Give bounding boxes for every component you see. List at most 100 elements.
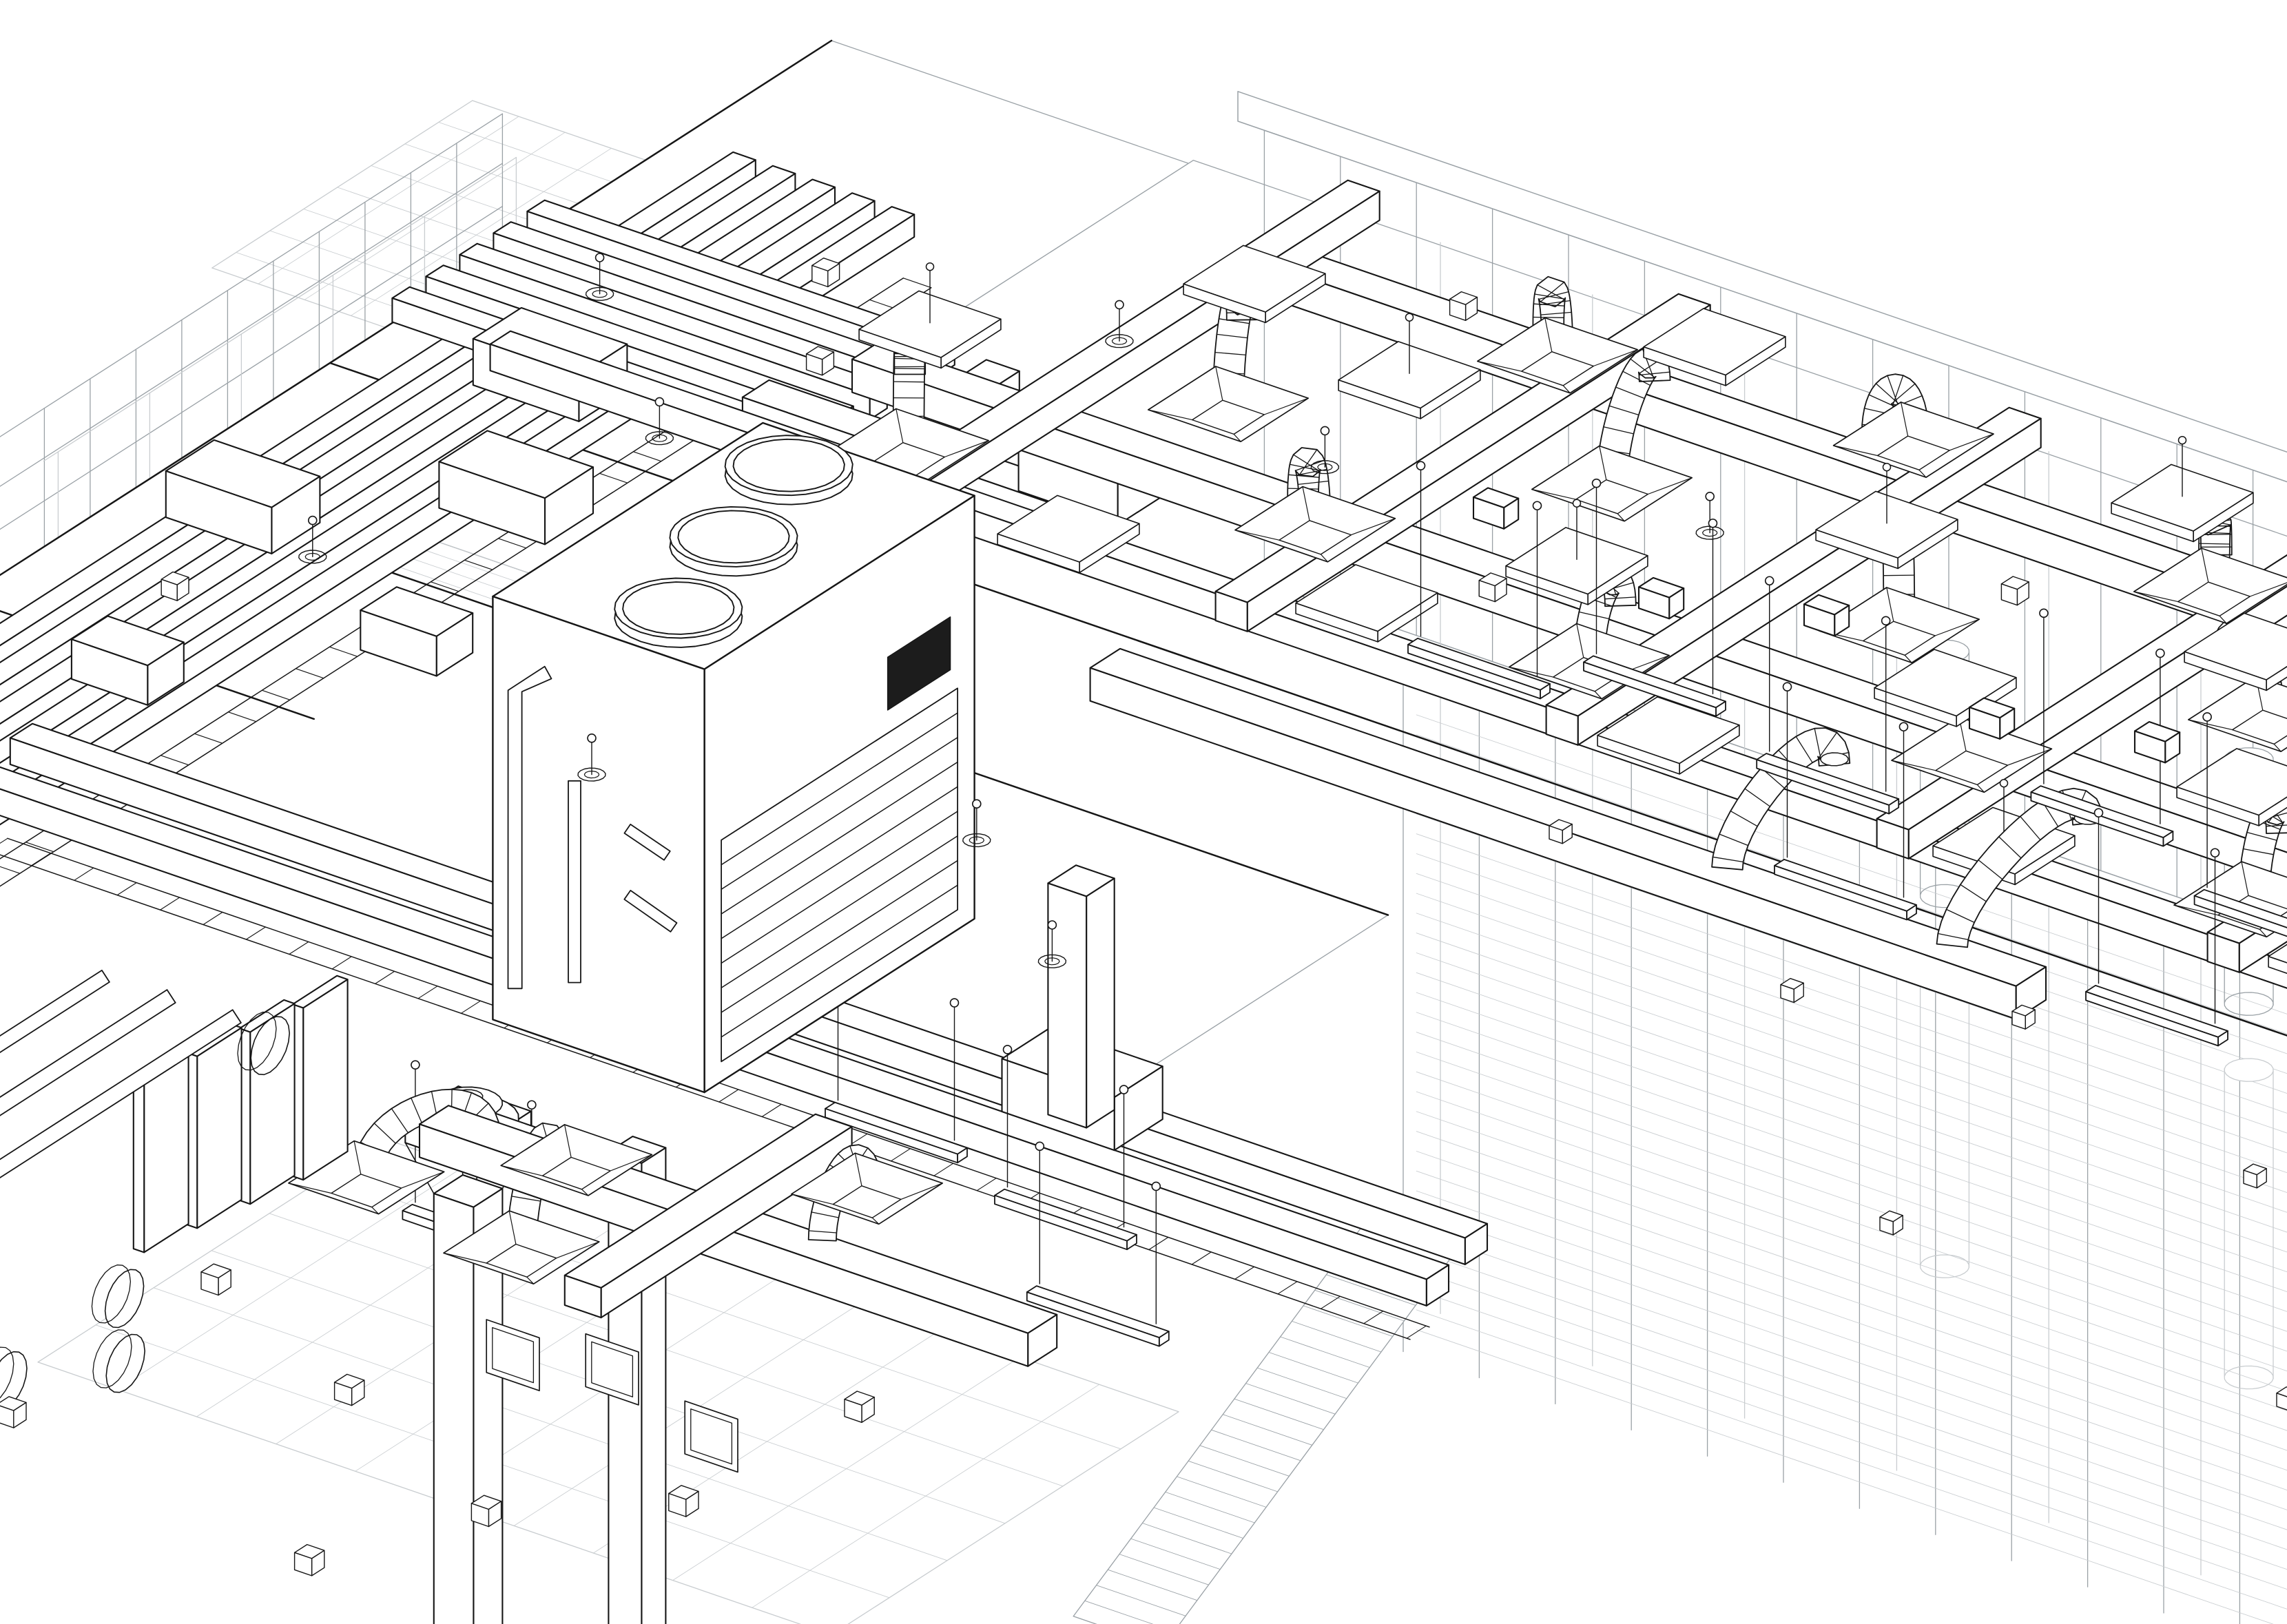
duct-open-end-back [92, 1265, 130, 1323]
rod-head [2000, 780, 2008, 787]
junction-fitting-front [161, 579, 177, 601]
corrugation [1745, 789, 1770, 806]
diffuser-edge [1593, 350, 1637, 366]
glass-sensor-front [1781, 985, 1794, 1003]
diffuser-edge [372, 1207, 379, 1214]
hanger-ball [1035, 1142, 1044, 1150]
stair-tread [1281, 1337, 1370, 1368]
floor-fitting [0, 1264, 874, 1624]
slot-diffuser-pad-front [859, 329, 941, 368]
glass-sensor-top [2277, 1387, 2287, 1398]
louver-blade [721, 861, 958, 1013]
pipe-run-low [0, 1010, 241, 1261]
stripe [1416, 735, 2287, 1287]
floor-fitting-front [845, 1399, 862, 1423]
corrugation [1298, 481, 1329, 485]
diffuser-edge [1264, 398, 1308, 415]
light-bar-front [2195, 896, 2287, 950]
sprinkler-escutcheon [645, 432, 673, 445]
diffuser-edge [1577, 624, 1584, 658]
diffuser-edge [2174, 905, 2218, 915]
diffuser-edge [944, 441, 989, 457]
stair-tread [1223, 1415, 1312, 1446]
light-bar-front [1408, 645, 1540, 699]
diffuser-edge [527, 1277, 534, 1284]
tray-rung [117, 883, 136, 895]
diffuser-edge [1234, 434, 1241, 441]
stripe [1416, 854, 2287, 1406]
tray-rung [1278, 1282, 1297, 1294]
corrugation [893, 368, 924, 369]
hanger-ball [1152, 1182, 1160, 1190]
rod-head [1406, 313, 1414, 321]
stair-tread [1085, 1601, 1174, 1624]
corrugation [1604, 427, 1634, 434]
wall-panel-right [144, 1052, 188, 1252]
stripe [1416, 1270, 2287, 1624]
ahu-fan [678, 510, 789, 563]
pipe-run-low [0, 1010, 241, 1261]
corrugation [1730, 811, 1757, 826]
hanger-ball [411, 1061, 420, 1069]
diffuser-edge [2259, 929, 2266, 937]
tray-rung [289, 942, 309, 955]
rod-head [2179, 437, 2186, 444]
stair-tread [1234, 1399, 1324, 1430]
hanger-ball [1882, 616, 1890, 625]
rod-head [927, 263, 934, 271]
corrugation [1605, 597, 1636, 599]
stair-tread [1131, 1539, 1221, 1570]
corrugation [1623, 371, 1650, 385]
glass-sensor [1549, 820, 2287, 1472]
sprinkler-ball [596, 253, 604, 262]
sprinkler-escutcheon [1311, 461, 1338, 474]
hanger-ball [1417, 461, 1425, 470]
wall-frame-inner [691, 1409, 732, 1464]
diffuser-edge [1478, 362, 1522, 372]
corrugation [1217, 334, 1248, 337]
ahu-access-panel [888, 617, 951, 710]
junction-fitting-front [2001, 584, 2017, 605]
ahu-pipe-stub [624, 824, 670, 860]
duct-open-end-back [0, 1347, 14, 1405]
floor-fitting-front [201, 1272, 218, 1295]
corrugation [1533, 317, 1564, 318]
wall-mounted-box-front [1804, 604, 1834, 636]
wall-panel-right [197, 1028, 241, 1228]
tray-rung [418, 986, 437, 999]
corrugation [809, 1231, 836, 1233]
diffuser-edge [872, 1218, 879, 1224]
corrugation [2199, 543, 2230, 544]
tray-rung [762, 1104, 781, 1116]
diffuser-edge [1216, 366, 1223, 400]
corrugation [391, 1109, 408, 1133]
grid-line [154, 1288, 947, 1561]
tray-rung [203, 913, 223, 925]
hanger-ball [1004, 1045, 1012, 1054]
corrugation [1219, 319, 1250, 324]
diffuser-edge [557, 1242, 599, 1258]
round-column-base [2224, 992, 2273, 1015]
sprinkler-escutcheon [578, 768, 606, 781]
corridor-diffuser [289, 1141, 599, 1284]
stripe [1416, 1032, 2287, 1585]
tray-rung [934, 1163, 953, 1176]
corrugation [1639, 372, 1670, 375]
stripe [1416, 933, 2287, 1486]
hanger-ball [1533, 501, 1541, 510]
diffuser-edge [1892, 760, 1936, 771]
wall-mounted-box-front [1473, 497, 1504, 529]
louver-blade [721, 836, 958, 988]
ahu-pipe [568, 781, 581, 983]
sprinkler-ball [655, 397, 663, 406]
lower-diffuser [501, 1125, 942, 1224]
corrugation [1712, 857, 1743, 862]
stripe [1416, 1072, 2287, 1624]
glass-sensor-front [1880, 1217, 1893, 1235]
light-bar-front [1027, 1292, 1159, 1346]
pipe-run-low [0, 990, 176, 1238]
wall-frame-outer [486, 1320, 539, 1391]
stripe [1416, 834, 2287, 1386]
corrugation [1540, 301, 1570, 305]
floor-fitting-front [669, 1494, 686, 1517]
